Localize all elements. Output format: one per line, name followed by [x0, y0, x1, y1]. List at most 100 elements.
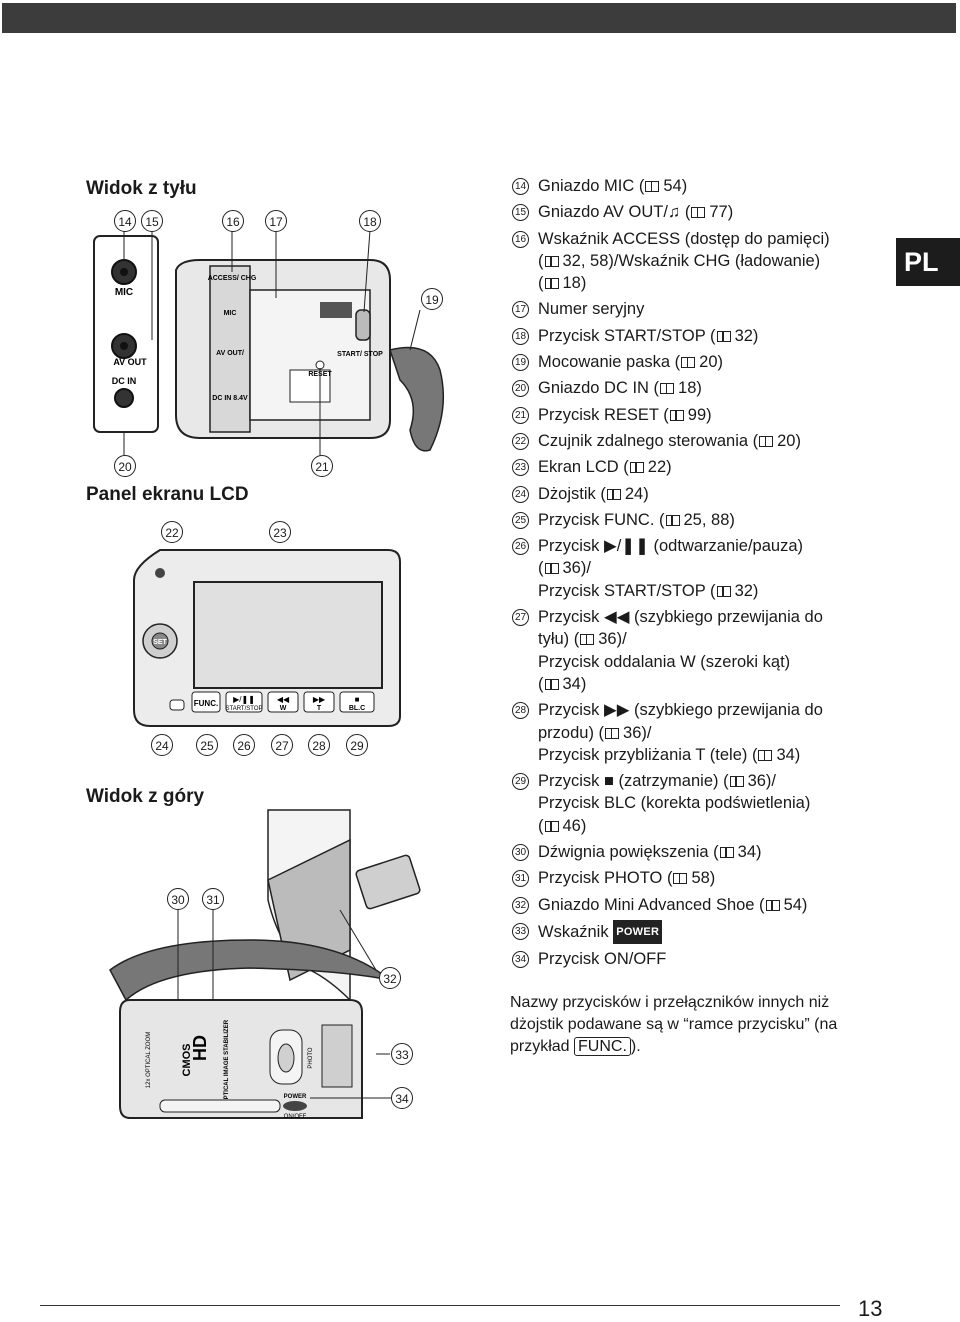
callout-20: 20 [114, 455, 136, 477]
legend-number: 23 [512, 459, 529, 477]
callout-15: 15 [141, 210, 163, 232]
book-reference-icon [673, 873, 688, 885]
legend-number: 18 [512, 327, 529, 345]
fast-forward-label: ▶▶ [313, 695, 326, 704]
book-reference-icon [580, 634, 595, 646]
legend-line: Przycisk przybliżania T (tele) (34) [538, 745, 801, 764]
callout-22: 22 [161, 521, 183, 543]
callout-23: 23 [269, 521, 291, 543]
dc-in-label: DC IN [112, 376, 137, 386]
callout-26: 26 [233, 734, 255, 756]
callout-28: 28 [308, 734, 330, 756]
legend-line: Wskaźnik ACCESS (dostęp do pamięci) [538, 229, 830, 248]
legend-line: Dżojstik (24) [538, 484, 649, 503]
mic-label: MIC [115, 287, 133, 298]
legend-line: Przycisk oddalania W (szeroki kąt) [538, 652, 791, 671]
callout-19: 19 [421, 288, 443, 310]
cmos-label: CMOS [181, 1044, 193, 1077]
note-part-1: Nazwy przycisków i przełączników innych … [510, 994, 838, 1055]
top-view-figure: HD CMOS 12x OPTICAL ZOOM OPTICAL IMAGE S… [109, 809, 421, 1120]
book-reference-icon [606, 488, 621, 500]
callout-34: 34 [391, 1087, 413, 1109]
legend-line: Przycisk START/STOP (32) [538, 326, 759, 345]
t-label: T [317, 705, 322, 712]
blc-label: BL.C [349, 705, 365, 712]
legend-number: 15 [512, 204, 529, 222]
access-chg-label: ACCESS/ CHG [208, 275, 257, 282]
callout-18: 18 [359, 210, 381, 232]
legend-item-18: 18 Przycisk START/STOP (32) [510, 325, 880, 347]
legend-line: Przycisk ■ (zatrzymanie) (36)/ [538, 772, 777, 791]
book-reference-icon [544, 255, 559, 267]
legend-line: (46) [538, 816, 587, 835]
legend-number: 27 [512, 609, 529, 627]
footer-rule [40, 1305, 840, 1306]
book-reference-icon [544, 278, 559, 290]
legend-line: (34) [538, 674, 587, 693]
av-out-label: AV OUT [113, 357, 147, 367]
func-frame-example: FUNC. [574, 1037, 631, 1056]
book-reference-icon [544, 678, 559, 690]
legend-number: 26 [512, 538, 529, 556]
callout-25: 25 [196, 734, 218, 756]
callout-17: 17 [265, 210, 287, 232]
legend-line: (18) [538, 274, 587, 293]
legend-line: Przycisk ▶/❚❚ (odtwarzanie/pauza) [538, 537, 804, 556]
book-reference-icon [691, 207, 706, 219]
rewind-label: ◀◀ [277, 695, 290, 704]
legend-line: Gniazdo DC IN (18) [538, 379, 702, 398]
callout-29: 29 [346, 734, 368, 756]
callout-14: 14 [114, 210, 136, 232]
legend-line: Czujnik zdalnego sterowania (20) [538, 431, 801, 450]
legend-item-26: 26 Przycisk ▶/❚❚ (odtwarzanie/pauza) (36)/… [510, 535, 880, 602]
zoom-label: 12x OPTICAL ZOOM [146, 1032, 152, 1088]
legend-item-19: 19 Mocowanie paska (20) [510, 351, 880, 373]
legend-number: 34 [512, 951, 529, 969]
callout-27: 27 [271, 734, 293, 756]
book-reference-icon [660, 383, 675, 395]
legend-item-34: 34 Przycisk ON/OFF [510, 948, 880, 970]
book-reference-icon [645, 181, 660, 192]
legend-line: Przycisk START/STOP (32) [538, 581, 759, 600]
callout-32: 32 [379, 967, 401, 989]
legend-line: Przycisk ▶▶ (szybkiego przewijania do [538, 701, 823, 720]
legend-line: (36)/ [538, 559, 591, 578]
legend-number: 25 [512, 511, 529, 529]
legend-number: 24 [512, 485, 529, 503]
legend-number: 16 [512, 230, 529, 248]
legend-line: Gniazdo MIC (54) [538, 177, 688, 195]
book-reference-icon [758, 749, 773, 761]
legend-line: Gniazdo AV OUT/♫ (77) [538, 203, 734, 222]
book-reference-icon [716, 585, 731, 597]
legend-line: Przycisk ON/OFF [538, 950, 667, 969]
legend-line: Gniazdo Mini Advanced Shoe (54) [538, 895, 808, 914]
optical-label: OPTICAL IMAGE STABILIZER [224, 1019, 230, 1104]
legend-line: Przycisk ◀◀ (szybkiego przewijania do [538, 608, 823, 627]
callout-33: 33 [391, 1043, 413, 1065]
av-out-small-label: AV OUT/ [216, 350, 244, 357]
book-reference-icon [629, 462, 644, 474]
callout-24: 24 [151, 734, 173, 756]
book-reference-icon [716, 330, 731, 342]
mic-small-label: MIC [224, 310, 237, 317]
callout-16: 16 [222, 210, 244, 232]
start-stop-label: START/ STOP [337, 351, 383, 358]
legend-number: 19 [512, 354, 529, 372]
legend-line: Dźwignia powiększenia (34) [538, 843, 762, 862]
dc-in-small-label: DC IN 8.4V [212, 395, 248, 402]
legend-line: Mocowanie paska (20) [538, 353, 724, 372]
section-title-lcd-panel: Panel ekranu LCD [86, 484, 249, 505]
power-label: POWER [284, 1094, 307, 1100]
book-reference-icon [544, 820, 559, 832]
book-reference-icon [544, 563, 559, 575]
